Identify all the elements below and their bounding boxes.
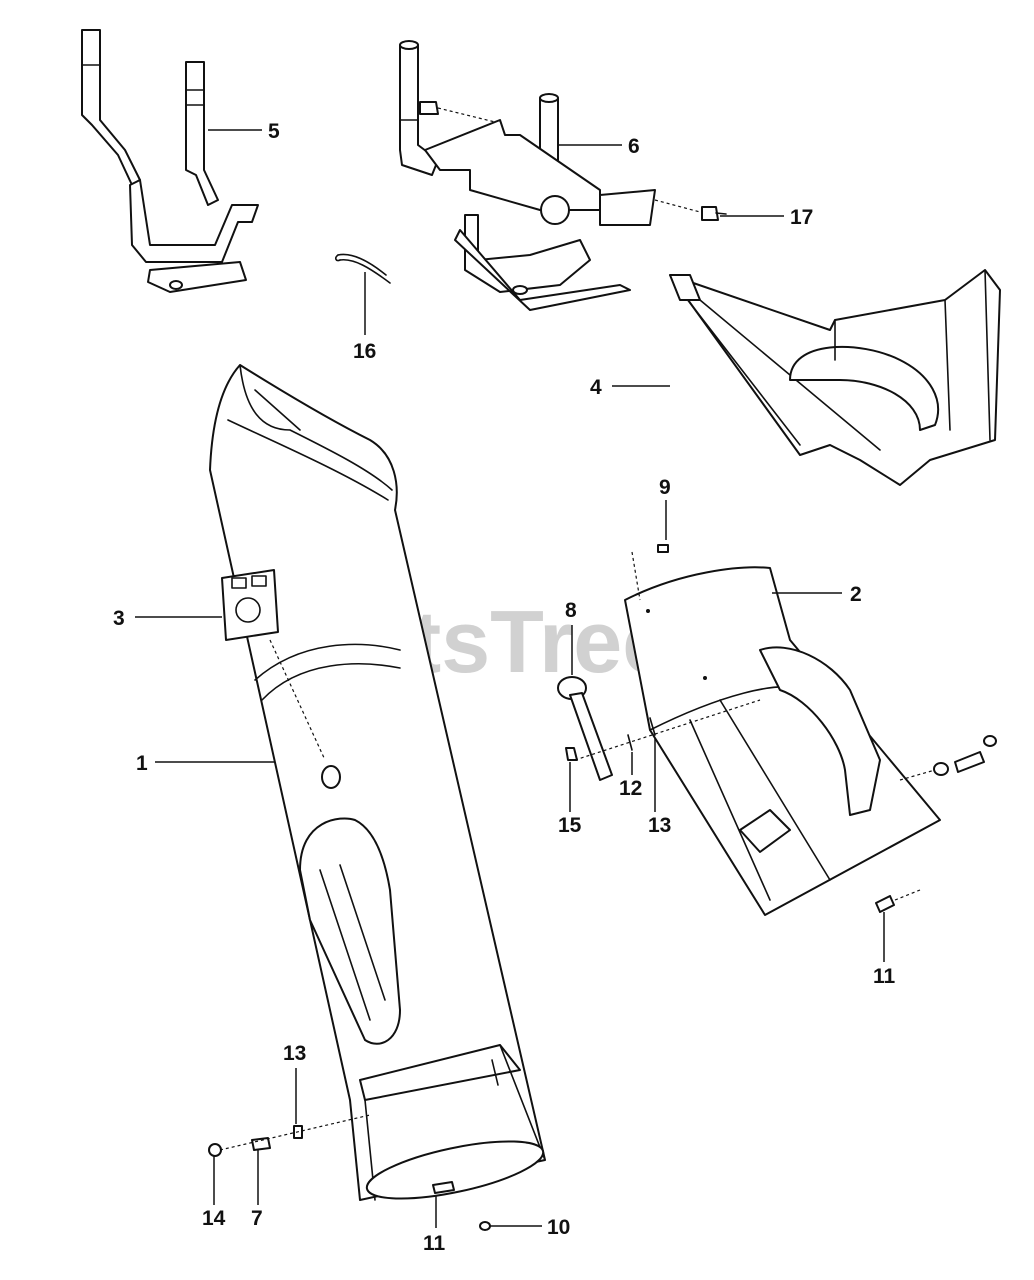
part-8-lever[interactable]	[557, 676, 613, 781]
part-10-screw[interactable]	[479, 1221, 491, 1231]
part-1-chute-tube[interactable]	[209, 364, 548, 1210]
part-9-pin[interactable]	[657, 544, 669, 553]
callout-11-right: 11	[873, 965, 896, 988]
part-13-washer-upper[interactable]	[574, 699, 761, 761]
part-17-screw[interactable]	[654, 199, 727, 221]
callout-labels: 5 6 17 16 4 9 2 3 8 1 12 13 15 11 13 14 …	[113, 120, 896, 1255]
part-3-latch-clip[interactable]	[221, 569, 326, 761]
part-13-washer-lower[interactable]	[219, 1114, 371, 1151]
callout-2: 2	[850, 583, 862, 606]
part-5-handle-bracket[interactable]	[81, 29, 259, 293]
callout-16: 16	[353, 340, 376, 363]
part-15-bolt[interactable]	[565, 747, 578, 761]
callout-8: 8	[565, 599, 577, 622]
callout-5: 5	[268, 120, 280, 143]
callout-13-lower: 13	[283, 1042, 306, 1065]
part-2-upper-chute[interactable]	[624, 551, 941, 916]
callout-14: 14	[202, 1207, 226, 1230]
callout-15: 15	[558, 814, 582, 837]
part-6-handle-bracket[interactable]	[399, 40, 656, 311]
part-11-bolt-lower[interactable]	[432, 1181, 455, 1194]
callout-17: 17	[790, 206, 813, 229]
part-6-screw	[419, 101, 496, 123]
part-14-screw[interactable]	[208, 1143, 222, 1157]
callout-11-lower: 11	[423, 1232, 446, 1255]
leader-lines	[135, 129, 885, 1228]
part-4-deflector[interactable]	[669, 269, 1001, 486]
callout-1: 1	[136, 752, 148, 775]
part-11-bolt-right[interactable]	[875, 889, 921, 913]
callout-7: 7	[251, 1207, 263, 1230]
part-12-washer[interactable]	[627, 734, 633, 751]
callout-10: 10	[547, 1216, 570, 1239]
callout-9: 9	[659, 476, 671, 499]
part-16-cotter-pin[interactable]	[335, 253, 391, 284]
callout-13-upper: 13	[648, 814, 671, 837]
callout-4: 4	[590, 376, 602, 399]
callout-3: 3	[113, 607, 125, 630]
part-7-bushing[interactable]	[251, 1137, 271, 1151]
callout-12: 12	[619, 777, 642, 800]
part-2-hardware	[899, 735, 997, 781]
callout-6: 6	[628, 135, 640, 158]
